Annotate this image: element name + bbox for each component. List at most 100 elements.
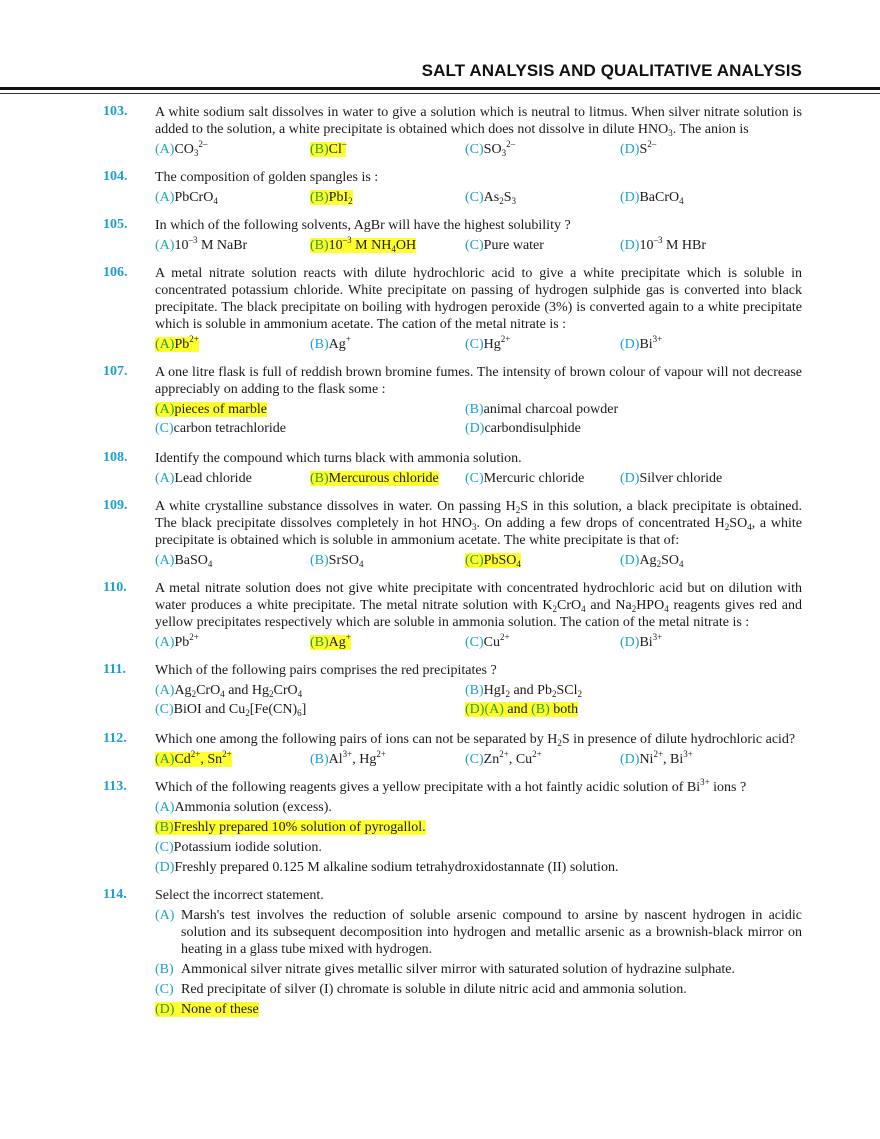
option-c[interactable]: (C)Hg2+: [465, 334, 620, 353]
header-rule-thick: [0, 87, 880, 90]
option-c[interactable]: (C)Mercuric chloride: [465, 470, 620, 487]
option-b[interactable]: (B)Mercurous chloride: [310, 470, 465, 487]
option-d[interactable]: (D)BaCrO4: [620, 189, 775, 206]
option-c[interactable]: (C)Red precipitate of silver (I) chromat…: [155, 981, 802, 998]
highlighted-answer: (B)Freshly prepared 10% solution of pyro…: [155, 820, 426, 835]
option-c[interactable]: (C)Pure water: [465, 237, 620, 254]
option-d[interactable]: (D)(A) and (B) both: [465, 701, 775, 718]
option-d[interactable]: (D)10–3 M HBr: [620, 236, 775, 254]
option-a[interactable]: (A)BaSO4: [155, 552, 310, 569]
option-c[interactable]: (C)Zn2+, Cu2+: [465, 750, 620, 768]
option-d[interactable]: (D)Ni2+, Bi3+: [620, 750, 775, 768]
option-a[interactable]: (A)Marsh's test involves the reduction o…: [155, 907, 802, 958]
highlighted-answer: (A)Cd2+, Sn2+: [155, 749, 232, 768]
option-text: carbon tetrachloride: [173, 421, 286, 436]
option-text: Red precipitate of silver (I) chromate i…: [181, 982, 687, 997]
option-b[interactable]: (B)PbI2: [310, 189, 465, 206]
question-list: 103.A white sodium salt dissolves in wat…: [0, 104, 880, 1029]
option-label: (B): [155, 820, 174, 835]
option-a[interactable]: (A)Lead chloride: [155, 470, 310, 487]
option-b[interactable]: (B)animal charcoal powder: [465, 401, 775, 418]
option-list: (A)Pb2+(B)Ag+ (C)Cu2+ (D)Bi3+: [155, 633, 802, 651]
option-b[interactable]: (B)Cl–: [310, 139, 465, 158]
option-text: PbI2: [328, 190, 353, 206]
option-c[interactable]: (C)PbSO4: [465, 552, 620, 569]
option-content: (B)SrSO4: [310, 553, 364, 569]
option-text: Hg2+: [483, 334, 511, 353]
option-content: (C)Mercuric chloride: [465, 471, 584, 486]
option-a[interactable]: (A)Pb2+: [155, 335, 310, 353]
option-d[interactable]: (D)Silver chloride: [620, 470, 775, 487]
option-label: (C): [465, 190, 484, 205]
question-item: 108.Identify the compound which turns bl…: [0, 450, 880, 487]
option-a[interactable]: (A)pieces of marble: [155, 401, 465, 418]
option-d[interactable]: (D)carbondisulphide: [465, 420, 775, 437]
option-label: (A): [155, 908, 175, 923]
option-list: (A)Marsh's test involves the reduction o…: [155, 907, 802, 1018]
option-text: BaCrO4: [639, 190, 684, 206]
option-c[interactable]: (C)Cu2+: [465, 633, 620, 651]
option-content: (D)carbondisulphide: [465, 421, 581, 436]
option-label: (D): [465, 421, 485, 436]
option-d[interactable]: (D)Freshly prepared 0.125 M alkaline sod…: [155, 859, 802, 876]
option-text: BaSO4: [174, 553, 213, 569]
option-label: (D): [620, 635, 640, 650]
option-label: (B): [465, 402, 484, 417]
option-label: (C): [465, 553, 484, 568]
option-content: (C)Cu2+: [465, 633, 510, 651]
option-a[interactable]: (A)10–3 M NaBr: [155, 236, 310, 254]
option-b[interactable]: (B)Al3+, Hg2+: [310, 750, 465, 768]
option-text: Cl–: [328, 139, 347, 158]
option-content: (C)As2S3: [465, 190, 517, 206]
option-c[interactable]: (C)Potassium iodide solution.: [155, 839, 802, 856]
option-c[interactable]: (C)carbon tetrachloride: [155, 420, 465, 437]
option-label: (A): [155, 683, 175, 698]
option-label: (D): [465, 702, 485, 717]
option-content: (A)10–3 M NaBr: [155, 236, 247, 254]
option-content: (B)animal charcoal powder: [465, 402, 618, 417]
option-a[interactable]: (A)Pb2+: [155, 633, 310, 651]
option-label: (B): [310, 752, 329, 767]
option-content: (D)Ag2SO4: [620, 553, 683, 569]
option-d[interactable]: (D)Ag2SO4: [620, 552, 775, 569]
option-a[interactable]: (A)Cd2+, Sn2+: [155, 749, 310, 768]
option-a[interactable]: (A)Ammonia solution (excess).: [155, 799, 802, 816]
option-d[interactable]: (D)Bi3+: [620, 335, 775, 353]
option-content: (C)Zn2+, Cu2+: [465, 750, 542, 768]
option-b[interactable]: (B)Ammonical silver nitrate gives metall…: [155, 961, 802, 978]
question-item: 107.A one litre flask is full of reddish…: [0, 364, 880, 439]
option-c[interactable]: (C)SO32–: [465, 140, 620, 158]
option-a[interactable]: (A)PbCrO4: [155, 189, 310, 206]
option-d[interactable]: (D)None of these: [155, 1001, 802, 1018]
option-label: (B): [310, 471, 329, 486]
option-c[interactable]: (C)BiOI and Cu2[Fe(CN)6]: [155, 701, 465, 718]
option-b[interactable]: (B)SrSO4: [310, 552, 465, 569]
option-b[interactable]: (B)Freshly prepared 10% solution of pyro…: [155, 819, 802, 836]
option-content: (D)Bi3+: [620, 335, 662, 353]
option-b[interactable]: (B)HgI2 and Pb2SCl2: [465, 682, 775, 699]
highlighted-answer: (B)Ag+: [310, 633, 351, 650]
option-d[interactable]: (D)Bi3+: [620, 633, 775, 651]
option-list: (A)BaSO4(B)SrSO4(C)PbSO4(D)Ag2SO4: [155, 552, 802, 569]
option-text: S2–: [639, 139, 657, 158]
option-a[interactable]: (A)Ag2CrO4 and Hg2CrO4: [155, 682, 465, 699]
option-c[interactable]: (C)As2S3: [465, 189, 620, 206]
option-label: (B): [310, 635, 329, 650]
option-content: (C)carbon tetrachloride: [155, 421, 286, 436]
option-b[interactable]: (B)Ag+: [310, 633, 465, 651]
option-b[interactable]: (B)Ag+: [310, 335, 465, 353]
option-list: (A)Cd2+, Sn2+ (B)Al3+, Hg2+(C)Zn2+, Cu2+ (…: [155, 749, 802, 768]
option-b[interactable]: (B)10–3 M NH4OH: [310, 236, 465, 254]
option-d[interactable]: (D)S2–: [620, 139, 775, 158]
option-label: (B): [465, 683, 484, 698]
option-content: (C)Pure water: [465, 238, 544, 253]
highlighted-answer: (B)10–3 M NH4OH: [310, 236, 417, 254]
question-text: A white sodium salt dissolves in water t…: [155, 105, 802, 138]
option-label: (A): [155, 553, 175, 568]
chapter-title: SALT ANALYSIS AND QUALITATIVE ANALYSIS: [421, 61, 802, 80]
option-text: Cd2+, Sn2+: [174, 749, 232, 768]
option-list: (A)pieces of marble(B)animal charcoal po…: [155, 401, 802, 439]
header-rule-thin: [0, 92, 880, 94]
option-a[interactable]: (A)CO32–: [155, 140, 310, 158]
option-text: As2S3: [483, 190, 517, 206]
